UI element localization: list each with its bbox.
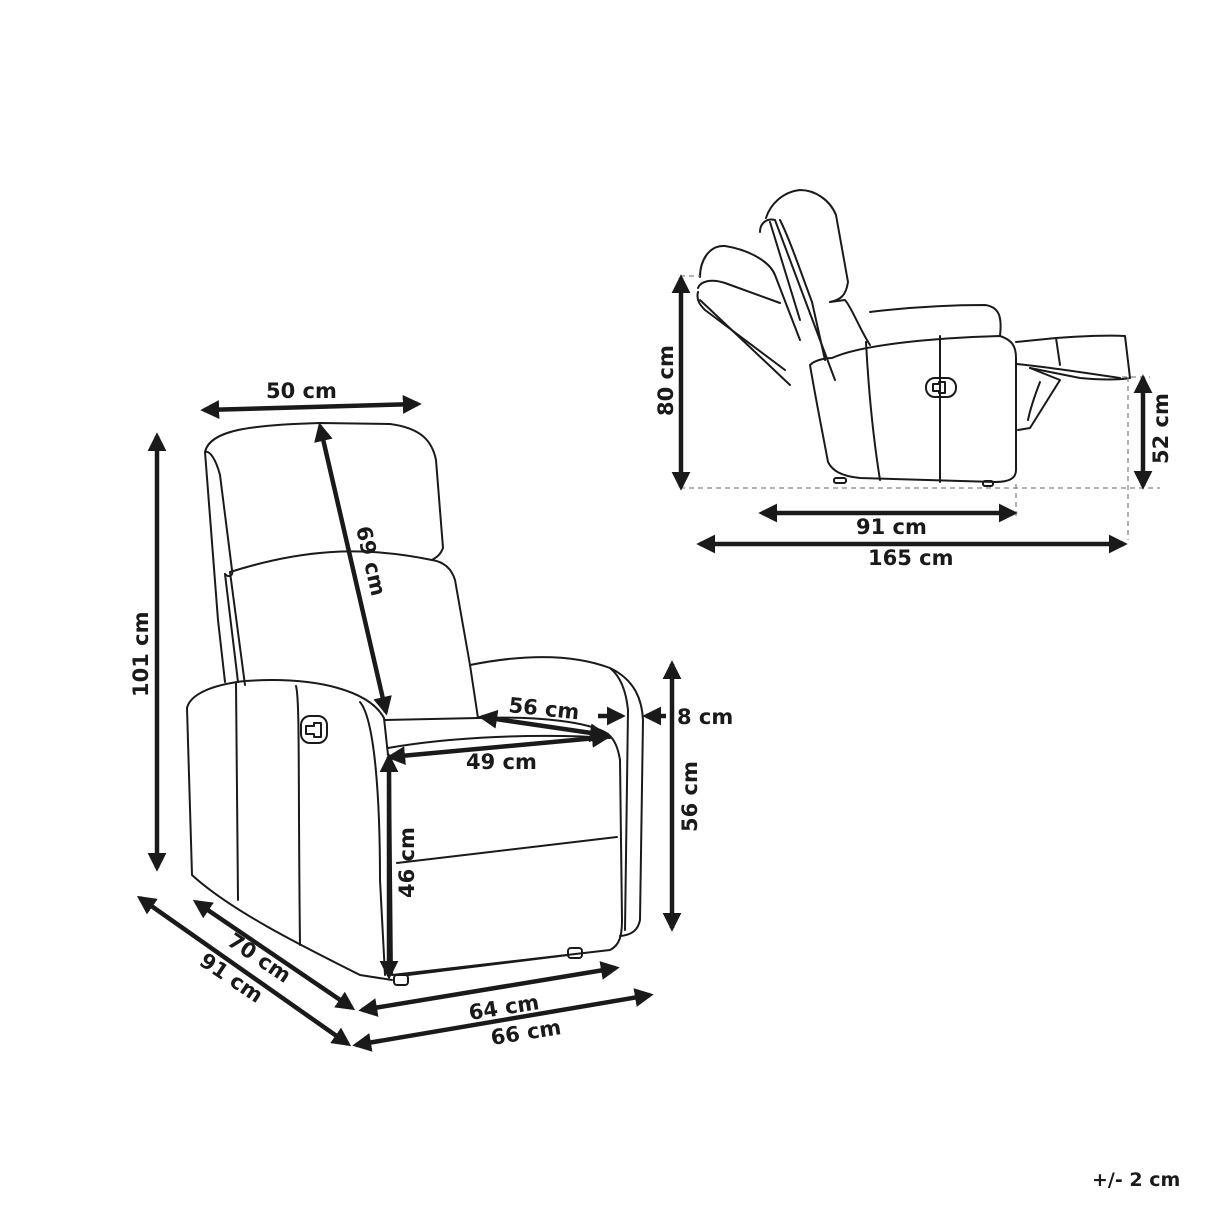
dim-reclined-height: 80 cm (654, 345, 678, 416)
recline-handle-icon (300, 715, 328, 744)
side-view-dimensions: 80 cm 52 cm 91 cm 165 cm (654, 274, 1173, 570)
foot-right (567, 947, 583, 959)
side-recline-handle-icon (925, 377, 957, 398)
dim-seat-depth: 56 cm (507, 693, 580, 724)
side-view-guides (680, 275, 1160, 540)
tolerance-note: +/- 2 cm (1092, 1169, 1180, 1191)
headrest (204, 422, 444, 561)
dim-depth-upright: 91 cm (856, 515, 927, 539)
dim-total-height: 101 cm (129, 612, 153, 697)
right-armrest (469, 656, 644, 937)
seat-front-seam (396, 836, 618, 864)
dim-armrest-width: 8 cm (677, 705, 733, 729)
side-view-reclined-chair (696, 189, 1131, 487)
dim-headrest-width: 50 cm (266, 379, 337, 403)
dim-armrest-height: 56 cm (678, 761, 702, 832)
backrest (431, 559, 471, 666)
dim-seat-width: 49 cm (466, 750, 537, 774)
dim-seat-height: 46 cm (395, 827, 419, 898)
backrest-top-seam (229, 550, 433, 573)
headrest-side-wing (204, 450, 234, 578)
seat-front (389, 759, 623, 976)
foot-left (393, 974, 409, 986)
dim-length-reclined: 165 cm (868, 546, 953, 570)
dim-footrest-height: 52 cm (1149, 393, 1173, 464)
left-armrest (186, 679, 389, 756)
